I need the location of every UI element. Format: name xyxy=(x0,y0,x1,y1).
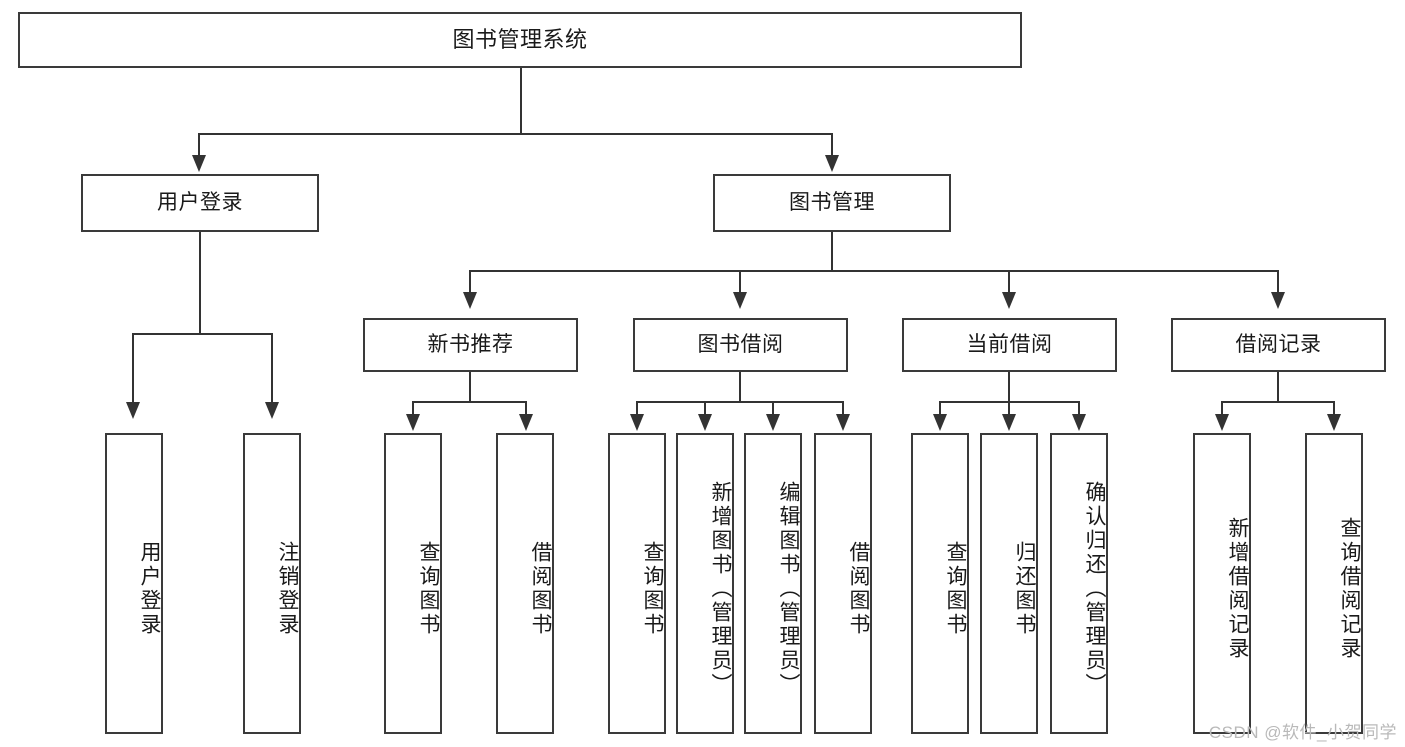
connector-book-borrow-to-leaf-1 xyxy=(636,401,638,417)
node-label: 新增借阅记录 xyxy=(1226,516,1249,661)
node-label: 用户登录 xyxy=(157,190,243,214)
node-label: 查询借阅记录 xyxy=(1338,516,1361,661)
node-label: 归还图书 xyxy=(1013,540,1036,637)
leaf-current-borrow-return-book[interactable]: 归还图书 xyxy=(980,433,1038,734)
node-new-book-recommend[interactable]: 新书推荐 xyxy=(363,318,578,372)
connector-book-mgmt-to-new-book xyxy=(469,270,471,295)
node-root-system[interactable]: 图书管理系统 xyxy=(18,12,1022,68)
arrowhead-user-login-leaf-1 xyxy=(126,402,140,419)
node-label: 新书推荐 xyxy=(427,332,514,356)
leaf-user-login[interactable]: 用户登录 xyxy=(105,433,163,734)
arrowhead-to-user-login xyxy=(192,155,206,172)
arrowhead-current-borrow xyxy=(1002,292,1016,309)
connector-current-borrow-to-leaf-3 xyxy=(1078,401,1080,417)
leaf-book-borrow-edit-book[interactable]: 编辑图书（管理员） xyxy=(744,433,802,734)
node-label: 当前借阅 xyxy=(966,332,1053,356)
connector-book-mgmt-bus xyxy=(470,270,1279,272)
connector-current-borrow-bus xyxy=(940,401,1080,403)
node-label: 编辑图书（管理员） xyxy=(777,480,800,697)
connector-user-login-bus xyxy=(133,333,273,335)
arrowhead-current-borrow-leaf-3 xyxy=(1072,414,1086,431)
node-current-borrow[interactable]: 当前借阅 xyxy=(902,318,1117,372)
arrowhead-to-book-mgmt xyxy=(825,155,839,172)
connector-new-book-stem xyxy=(469,372,471,402)
arrowhead-new-book xyxy=(463,292,477,309)
connector-current-borrow-to-leaf-1 xyxy=(939,401,941,417)
connector-root-stem xyxy=(520,68,522,134)
connector-root-to-user-login xyxy=(198,133,200,158)
leaf-current-borrow-confirm-return[interactable]: 确认归还（管理员） xyxy=(1050,433,1108,734)
node-label: 借阅图书 xyxy=(847,540,870,637)
leaf-borrow-record-query[interactable]: 查询借阅记录 xyxy=(1305,433,1363,734)
arrowhead-current-borrow-leaf-2 xyxy=(1002,414,1016,431)
leaf-book-borrow-query-book[interactable]: 查询图书 xyxy=(608,433,666,734)
arrowhead-borrow-record-leaf-2 xyxy=(1327,414,1341,431)
connector-borrow-record-stem xyxy=(1277,372,1279,402)
connector-book-borrow-to-leaf-2 xyxy=(704,401,706,417)
connector-user-login-stem xyxy=(199,232,201,334)
leaf-new-book-borrow-book[interactable]: 借阅图书 xyxy=(496,433,554,734)
leaf-new-book-query-book[interactable]: 查询图书 xyxy=(384,433,442,734)
connector-user-login-to-leaf-2 xyxy=(271,333,273,405)
node-label: 查询图书 xyxy=(417,540,440,637)
connector-book-mgmt-stem xyxy=(831,232,833,271)
node-book-management[interactable]: 图书管理 xyxy=(713,174,951,232)
leaf-logout[interactable]: 注销登录 xyxy=(243,433,301,734)
arrowhead-new-book-leaf-1 xyxy=(406,414,420,431)
leaf-book-borrow-add-book[interactable]: 新增图书（管理员） xyxy=(676,433,734,734)
connector-book-borrow-bus xyxy=(637,401,844,403)
leaf-book-borrow-borrow-book[interactable]: 借阅图书 xyxy=(814,433,872,734)
node-label: 图书借阅 xyxy=(697,332,784,356)
node-label: 借阅记录 xyxy=(1235,332,1322,356)
node-label: 确认归还（管理员） xyxy=(1083,480,1106,697)
node-borrow-record[interactable]: 借阅记录 xyxy=(1171,318,1386,372)
connector-book-mgmt-to-current-borrow xyxy=(1008,270,1010,295)
arrowhead-book-borrow-leaf-2 xyxy=(698,414,712,431)
connector-new-book-to-leaf-1 xyxy=(412,401,414,417)
connector-current-borrow-stem xyxy=(1008,372,1010,402)
connector-borrow-record-to-leaf-1 xyxy=(1221,401,1223,417)
arrowhead-borrow-record-leaf-1 xyxy=(1215,414,1229,431)
node-label: 注销登录 xyxy=(276,540,299,637)
arrowhead-book-borrow-leaf-1 xyxy=(630,414,644,431)
leaf-borrow-record-add[interactable]: 新增借阅记录 xyxy=(1193,433,1251,734)
arrowhead-book-borrow-leaf-4 xyxy=(836,414,850,431)
connector-book-borrow-to-leaf-3 xyxy=(772,401,774,417)
node-label: 查询图书 xyxy=(944,540,967,637)
connector-new-book-to-leaf-2 xyxy=(525,401,527,417)
node-label: 图书管理系统 xyxy=(452,27,588,53)
arrowhead-new-book-leaf-2 xyxy=(519,414,533,431)
node-label: 借阅图书 xyxy=(529,540,552,637)
arrowhead-borrow-record xyxy=(1271,292,1285,309)
arrowhead-current-borrow-leaf-1 xyxy=(933,414,947,431)
arrowhead-user-login-leaf-2 xyxy=(265,402,279,419)
connector-borrow-record-bus xyxy=(1222,401,1335,403)
node-label: 查询图书 xyxy=(641,540,664,637)
connector-current-borrow-to-leaf-2 xyxy=(1008,401,1010,417)
connector-book-borrow-to-leaf-4 xyxy=(842,401,844,417)
node-user-login[interactable]: 用户登录 xyxy=(81,174,319,232)
node-label: 新增图书（管理员） xyxy=(709,480,732,697)
node-label: 图书管理 xyxy=(789,190,875,214)
connector-book-mgmt-to-borrow-record xyxy=(1277,270,1279,295)
connector-root-to-book-mgmt xyxy=(831,133,833,158)
connector-book-mgmt-to-book-borrow xyxy=(739,270,741,295)
connector-new-book-bus xyxy=(413,401,527,403)
arrowhead-book-borrow-leaf-3 xyxy=(766,414,780,431)
connector-book-borrow-stem xyxy=(739,372,741,402)
node-book-borrow[interactable]: 图书借阅 xyxy=(633,318,848,372)
arrowhead-book-borrow xyxy=(733,292,747,309)
leaf-current-borrow-query-book[interactable]: 查询图书 xyxy=(911,433,969,734)
connector-user-login-to-leaf-1 xyxy=(132,333,134,405)
connector-root-bus xyxy=(199,133,833,135)
node-label: 用户登录 xyxy=(138,540,161,637)
connector-borrow-record-to-leaf-2 xyxy=(1333,401,1335,417)
